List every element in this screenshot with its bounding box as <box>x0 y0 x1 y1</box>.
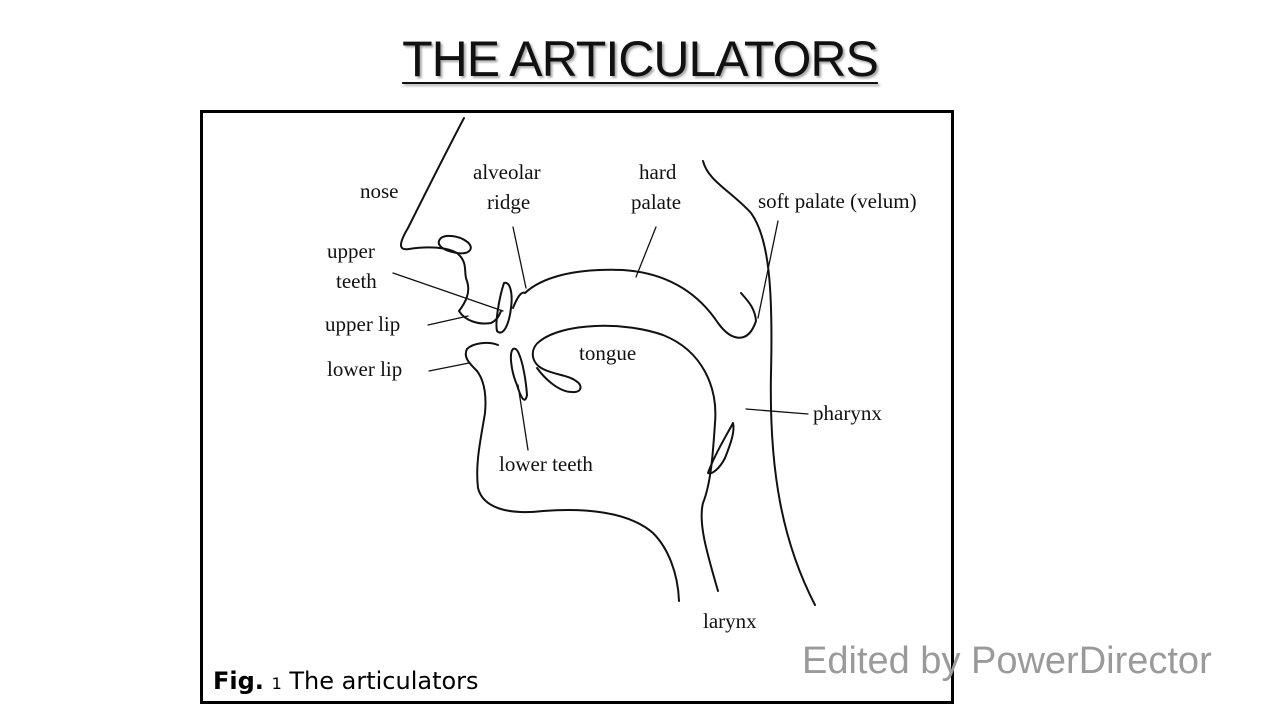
nostril-outline <box>437 234 472 255</box>
upper-lip-outline <box>458 310 502 325</box>
hard-palate-leader <box>635 226 657 278</box>
tongue-tip-outline <box>531 340 582 394</box>
label-ridge: ridge <box>487 190 530 214</box>
label-lower-lip: lower lip <box>327 357 402 381</box>
lower-lip-outline <box>464 341 680 602</box>
articulators-figure: nose alveolar ridge hard palate soft pal… <box>200 110 954 704</box>
label-upper-lip: upper lip <box>325 312 400 336</box>
leader-lines <box>392 220 809 451</box>
caption-fig-prefix: Fig. <box>213 667 264 695</box>
nose-outline <box>400 117 470 312</box>
label-soft-palate: soft palate (velum) <box>758 189 917 213</box>
label-nose: nose <box>360 179 399 203</box>
label-tongue: tongue <box>579 341 636 365</box>
label-pharynx: pharynx <box>813 401 882 425</box>
label-larynx: larynx <box>703 609 757 633</box>
watermark: Edited by PowerDirector <box>802 640 1212 682</box>
pharynx-leader <box>745 408 809 415</box>
alveolar-ridge-leader <box>512 226 527 289</box>
lower-teeth-outline <box>509 347 528 401</box>
label-palate: palate <box>631 190 681 214</box>
pharynx-back-wall <box>702 160 816 606</box>
label-teeth: teeth <box>336 269 377 293</box>
caption-fig-number: 1 <box>271 674 282 693</box>
epiglottis-outline <box>707 422 735 475</box>
figure-caption: Fig. 1 The articulators <box>213 667 479 695</box>
slide-title: THE ARTICULATORS <box>0 30 1280 88</box>
soft-palate-leader <box>757 220 779 319</box>
label-hard: hard <box>639 160 677 184</box>
label-lower-teeth: lower teeth <box>499 452 593 476</box>
lower-teeth-leader <box>517 384 529 451</box>
caption-text: The articulators <box>289 667 479 695</box>
upper-teeth-leader <box>392 272 504 312</box>
label-alveolar: alveolar <box>473 160 541 184</box>
vocal-tract-diagram: nose alveolar ridge hard palate soft pal… <box>325 117 917 633</box>
slide-title-text: THE ARTICULATORS <box>402 31 879 87</box>
upper-lip-leader <box>427 315 469 326</box>
upper-teeth-outline <box>495 281 513 334</box>
label-upper: upper <box>327 239 375 263</box>
tongue-outline <box>539 324 719 592</box>
palate-outline <box>512 268 757 339</box>
lower-lip-leader <box>428 362 470 372</box>
